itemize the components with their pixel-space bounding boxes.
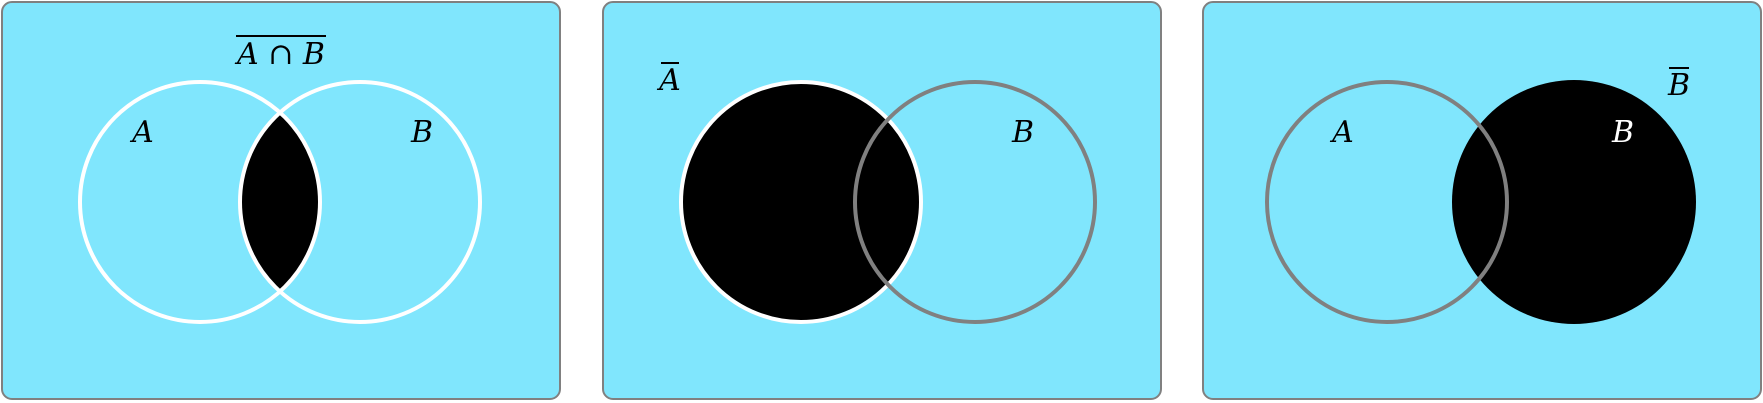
panel-2-title: A (656, 63, 681, 98)
panel-1-circle-b-outline (238, 80, 482, 324)
panel-complement-b: B A B (1202, 1, 1762, 400)
panel-3-label-b: B (1611, 115, 1634, 150)
panel-2-label-a: A (730, 115, 755, 150)
panel-1-label-b: B (410, 115, 433, 150)
panel-complement-intersection: A ∩ B A B (1, 1, 561, 400)
panel-complement-a: A A B (602, 1, 1162, 400)
panel-2-circle-a-shade (681, 82, 921, 322)
panel-1-label-a: A (129, 115, 154, 150)
panel-2-circle-a-outline (679, 80, 923, 324)
panel-1-circle-b-shade (240, 82, 320, 322)
panel-2-circle-b-outline (853, 80, 1097, 324)
panel-3-label-a: A (1329, 115, 1354, 150)
panel-1-title: A ∩ B (234, 37, 325, 72)
panel-3-circle-a-outline (1265, 80, 1509, 324)
panel-2-label-b: B (1011, 115, 1034, 150)
panel-3-circle-b-shade (1452, 80, 1696, 324)
panel-1-circle-a-outline (78, 80, 322, 324)
panel-3-title: B (1667, 68, 1690, 103)
